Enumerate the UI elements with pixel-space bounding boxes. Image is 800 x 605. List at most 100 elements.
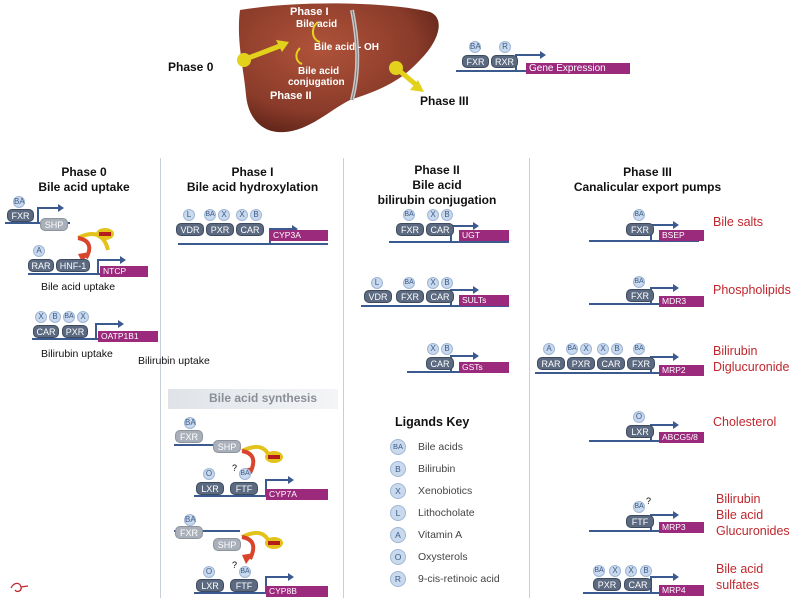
p3-mrp2-ligand-a: A: [543, 343, 555, 355]
p3-mrp4-substrate-2: sulfates: [716, 578, 760, 592]
p1b-ftf-box: FTF: [230, 579, 258, 592]
p0-bilirubin-uptake-label: Bilirubin uptake: [41, 348, 113, 360]
p2r1-car-box: CAR: [426, 223, 454, 236]
key-text-ba: Bile acids: [418, 441, 463, 453]
p2r2-sults-gene: SULTs: [459, 295, 509, 306]
p2r1-ligand-b: B: [441, 209, 453, 221]
liver-phase2-label: Phase II: [270, 90, 312, 102]
key-title: Ligands Key: [395, 415, 470, 429]
p0-pxr-box: PXR: [62, 325, 88, 338]
p3-mrp4-ligand-x2: X: [625, 565, 637, 577]
p0-inhibit-icon: [96, 228, 114, 240]
p1a-lxr-ligand: O: [203, 468, 215, 480]
key-text-x: Xenobiotics: [418, 485, 473, 497]
p2r2-ligand-x: X: [427, 277, 439, 289]
phase3-lines: [535, 221, 699, 594]
ge-box-rxr: RXR: [491, 55, 518, 68]
key-text-l: Lithocholate: [418, 507, 475, 519]
key-sym-x: X: [390, 483, 406, 499]
p0-bilirubin-uptake-label-2: Bilirubin uptake: [138, 355, 210, 367]
p3-mrp2-ligand-b: B: [611, 343, 623, 355]
p1a-inhibit-icon: [265, 451, 283, 463]
p2r2-ligand-ba: BA: [403, 277, 415, 289]
p3-mrp2-rar-box: RAR: [537, 357, 565, 370]
key-text-a: Vitamin A: [418, 529, 463, 541]
p1a-cyp7a-gene: CYP7A: [266, 489, 328, 500]
p3-abcg-box: LXR: [626, 425, 654, 438]
p2r3-car-box: CAR: [426, 357, 454, 370]
p0-car-box: CAR: [33, 325, 59, 338]
key-sym-l: L: [390, 505, 406, 521]
p3-mdr-ligand: BA: [633, 276, 645, 288]
p3-mrp3-ligand: BA: [633, 501, 645, 513]
p0-fxr-ligand: BA: [13, 196, 25, 208]
p3-mrp4-ligand-b: B: [640, 565, 652, 577]
key-sym-b: B: [390, 461, 406, 477]
ge-ligand-ba: BA: [469, 41, 481, 53]
p3-mrp4-substrate-1: Bile acid: [716, 562, 764, 576]
p3-bsep-ligand: BA: [633, 209, 645, 221]
ge-box-fxr: FXR: [462, 55, 489, 68]
p2r2-ligand-b: B: [441, 277, 453, 289]
p3-mrp2-substrate-1: Bilirubin: [713, 344, 758, 358]
p3-mrp4-pxr-box: PXR: [593, 578, 621, 591]
liver-bile-acid-oh-label: Bile acid - OH: [314, 42, 380, 53]
p2r2-ligand-l: L: [371, 277, 383, 289]
liver-phase1-label: Phase I: [290, 6, 329, 18]
p3-mrp4-ligand-x1: X: [609, 565, 621, 577]
p3-mrp2-fxr-box: FXR: [627, 357, 655, 370]
p1a-fxr-ligand: BA: [184, 417, 196, 429]
p0-bile-acid-uptake-label: Bile acid uptake: [41, 281, 116, 293]
p3-mrp4-gene: MRP4: [659, 585, 704, 596]
p3-mrp3-substrate-2: Bile acid: [716, 508, 764, 522]
key-sym-o: O: [390, 549, 406, 565]
liver-phase3-label: Phase III: [420, 94, 469, 108]
p1a-shp-box: SHP: [213, 440, 241, 453]
liver-conjugation-label-2: conjugation: [288, 77, 345, 88]
p1b-lxr-ligand: O: [203, 566, 215, 578]
p2r1-ugt-gene: UGT: [459, 230, 509, 241]
p1b-question: ?: [232, 560, 238, 570]
p3-bsep-gene: BSEP: [659, 230, 704, 241]
p3-mrp2-car-box: CAR: [597, 357, 625, 370]
p1b-fxr-ligand: BA: [184, 514, 196, 526]
p1-pxr-box: PXR: [206, 223, 234, 236]
liver-illustration: [237, 3, 630, 133]
p1-vdr-box: VDR: [176, 223, 204, 236]
p3-mrp2-pxr-box: PXR: [567, 357, 595, 370]
p3-mrp2-ligand-ba2: BA: [633, 343, 645, 355]
key-text-r: 9-cis-retinoic acid: [418, 573, 500, 585]
p3-mrp4-ligand-ba: BA: [593, 565, 605, 577]
p1b-ftf-ligand: BA: [239, 566, 251, 578]
key-text-b: Bilirubin: [418, 463, 456, 475]
p0-ntcp-gene: NTCP: [100, 266, 148, 277]
p2r3-ligand-b: B: [441, 343, 453, 355]
p1-car-box: CAR: [236, 223, 264, 236]
liver-shape: [238, 3, 439, 133]
separator-3: [529, 158, 530, 598]
p2r1-ligand-ba: BA: [403, 209, 415, 221]
p1-ligand-x1: X: [218, 209, 230, 221]
p3-mrp2-gene: MRP2: [659, 365, 704, 376]
p2r2-car-box: CAR: [426, 290, 454, 303]
p3-bsep-substrate: Bile salts: [713, 215, 764, 229]
p1a-ftf-box: FTF: [230, 482, 258, 495]
p0-oatp-gene: OATP1B1: [98, 331, 158, 342]
p1a-question: ?: [232, 463, 238, 473]
p1a-fxr-box: FXR: [175, 430, 203, 443]
p3-mrp3-box: FTF: [626, 515, 654, 528]
p2r1-ligand-x: X: [427, 209, 439, 221]
publisher-logo-icon: [10, 582, 29, 593]
p2r3-ligand-x: X: [427, 343, 439, 355]
p2r1-fxr-box: FXR: [396, 223, 424, 236]
p0-ligand-b: B: [49, 311, 61, 323]
liver-phase0-label: Phase 0: [168, 60, 214, 74]
p1b-cyp8b-gene: CYP8B: [266, 586, 328, 597]
p1a-lxr-box: LXR: [196, 482, 224, 495]
liver-bile-acid-label: Bile acid: [296, 19, 338, 30]
